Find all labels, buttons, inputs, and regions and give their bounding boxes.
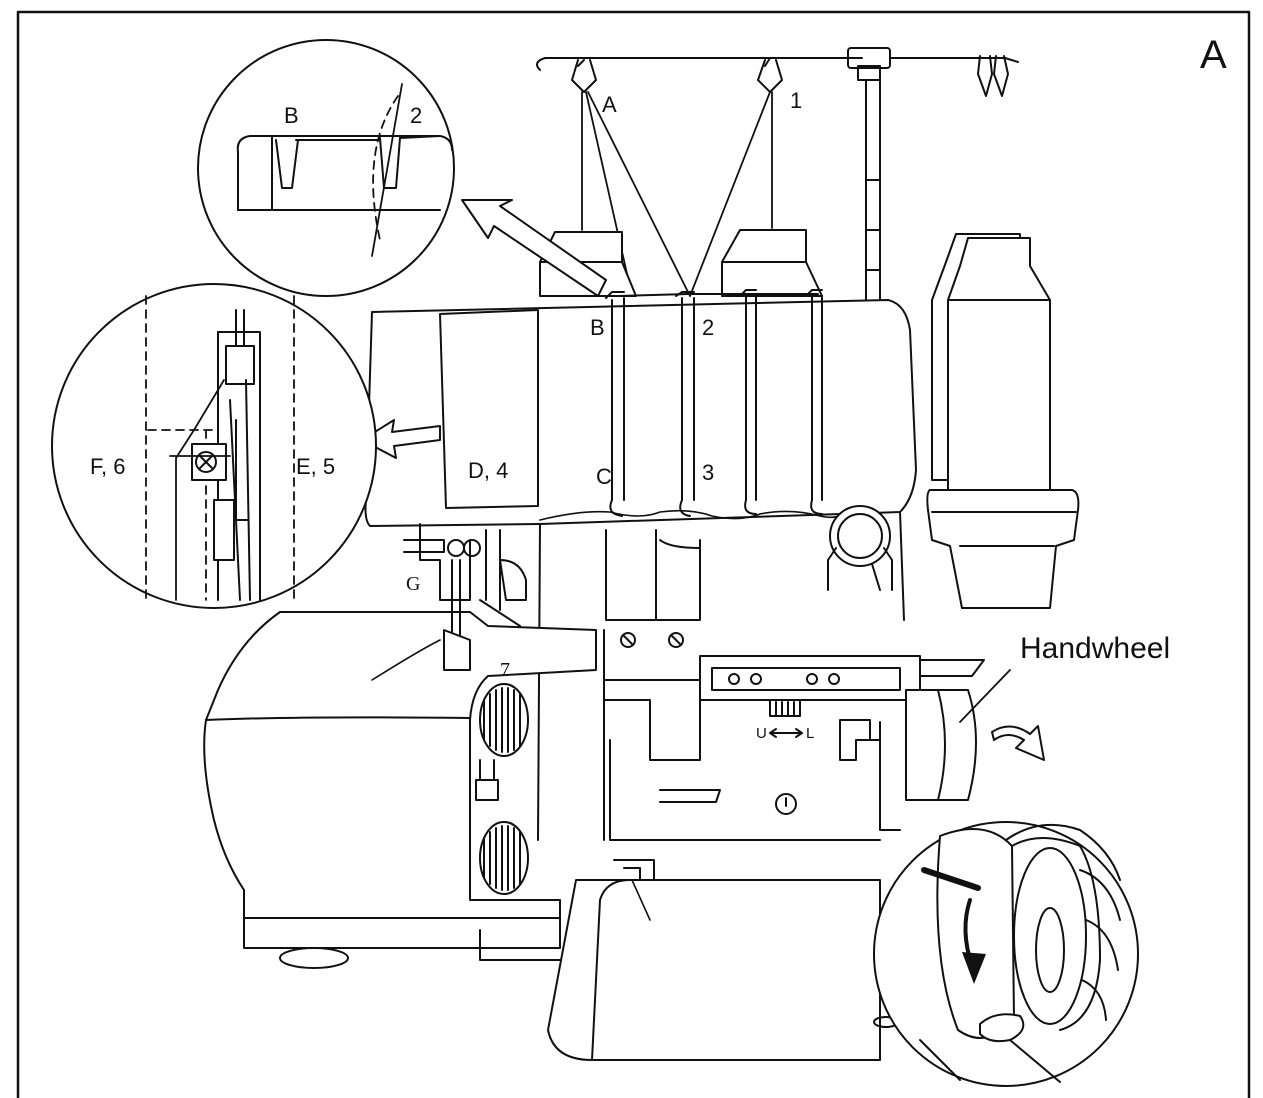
looper-label-g: G [406, 573, 420, 595]
pointer-arrows [361, 199, 1045, 761]
tension-label-3: 3 [702, 460, 714, 485]
handwheel-leader [959, 669, 1011, 723]
thread-lines [581, 91, 773, 297]
guide-label-1: 1 [790, 88, 802, 113]
guide-label-a: A [602, 92, 617, 117]
inset-top-label-left: B [284, 103, 299, 128]
inset-handwheel-detail [873, 821, 1139, 1087]
dial-label-l: L [806, 725, 814, 742]
inset-thread-guide [197, 39, 455, 297]
figure-frame [16, 10, 1251, 1098]
handwheel-label: Handwheel [1020, 632, 1170, 665]
dial-double-arrow [769, 728, 803, 738]
bar-label-b: B [590, 315, 605, 340]
needle-inset-label-e5: E, 5 [296, 454, 335, 479]
foot-label-7: 7 [500, 659, 510, 681]
bar-label-2: 2 [702, 315, 714, 340]
thread-cones [539, 229, 1080, 609]
inset-top-label-right: 2 [410, 103, 422, 128]
needle-inset-label-f6: F, 6 [90, 454, 125, 479]
tension-label-d4: D, 4 [468, 458, 508, 483]
thread-stand [535, 47, 1019, 301]
tension-label-c: C [596, 464, 612, 489]
panel-letter: A [1200, 33, 1227, 77]
serger-body [203, 289, 985, 1061]
dial-label-u: U [756, 725, 767, 742]
inset-needle-detail [51, 283, 377, 609]
